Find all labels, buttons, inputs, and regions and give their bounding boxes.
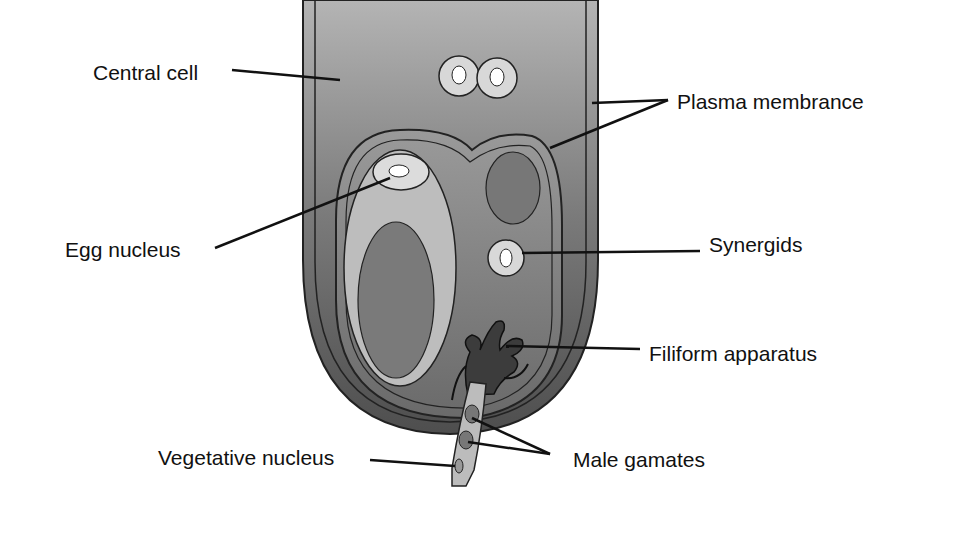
leader-line xyxy=(468,442,550,454)
part-label: Central cell xyxy=(93,61,198,85)
part-label: Vegetative nucleus xyxy=(158,446,334,470)
part-label: Male gamates xyxy=(573,448,705,472)
nucleolus xyxy=(490,68,504,86)
egg-apparatus xyxy=(336,130,562,418)
vegetative-nucleus xyxy=(455,459,463,473)
leader-line xyxy=(232,70,340,80)
embryo-sac xyxy=(303,0,598,434)
leader-line xyxy=(592,100,668,103)
leader-line xyxy=(215,178,390,248)
part-label: Egg nucleus xyxy=(65,238,181,262)
part-label: Filiform apparatus xyxy=(649,342,817,366)
part-label: Plasma membrance xyxy=(677,90,864,114)
plasma-membrane-line xyxy=(315,0,586,422)
synergid-nucleus xyxy=(488,240,524,276)
leader-line xyxy=(522,251,700,253)
polar-nucleus xyxy=(439,56,479,96)
nucleolus xyxy=(452,66,466,84)
leader-line xyxy=(506,346,640,349)
part-label: Synergids xyxy=(709,233,802,257)
nucleolus xyxy=(389,165,409,177)
egg-nucleus xyxy=(373,154,429,190)
synergid-vacuole xyxy=(486,152,540,224)
pollen-tube xyxy=(452,382,486,486)
nucleolus xyxy=(500,249,512,267)
male-gamete xyxy=(459,431,473,449)
egg-cell xyxy=(344,150,456,386)
polar-nucleus xyxy=(477,58,517,98)
leader-line xyxy=(550,100,668,148)
filiform-strands xyxy=(452,364,528,400)
vacuole xyxy=(358,222,434,378)
leader-line xyxy=(370,460,455,466)
